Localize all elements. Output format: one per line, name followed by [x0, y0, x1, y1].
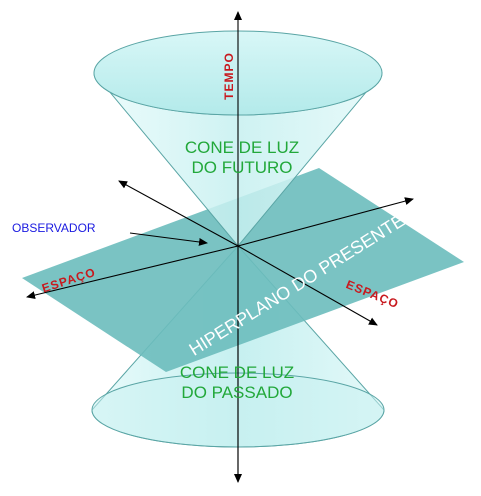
observer-pointer-arrow [129, 232, 208, 246]
future-cone-label-line2: DO FUTURO [191, 158, 292, 177]
space-axis-1-forward [237, 197, 414, 247]
observer-label: OBSERVADOR [12, 221, 96, 235]
axes [26, 11, 414, 483]
past-cone-label-line1: CONE DE LUZ [180, 363, 294, 382]
present-hyperplane [22, 168, 464, 372]
future-cone-label-line1: CONE DE LUZ [185, 138, 299, 157]
space-axis-2-backward [118, 180, 239, 247]
past-cone-label-line2: DO PASSADO [181, 383, 292, 402]
tempo-label: TEMPO [222, 52, 236, 100]
space-axis-1-backward [26, 245, 239, 300]
space-axis-2-forward [237, 245, 378, 326]
